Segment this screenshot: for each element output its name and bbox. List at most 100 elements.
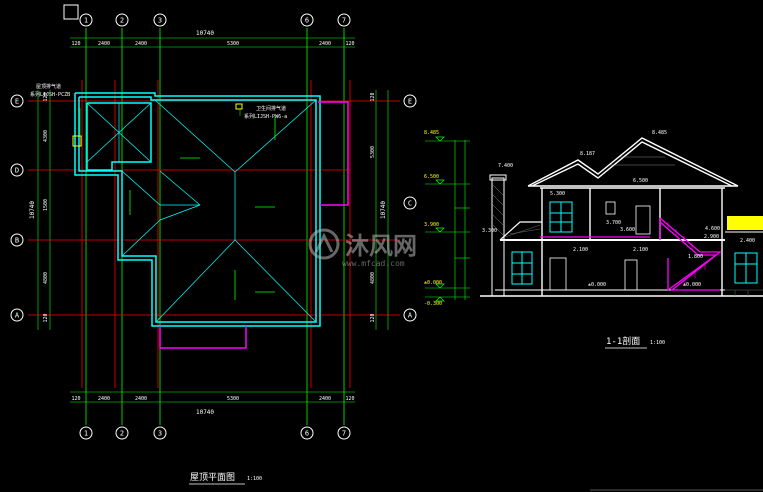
axis-top-1-label: 1 (84, 17, 88, 25)
dim-top-3: 5300 (227, 41, 239, 47)
total-dim-bottom: 10740 (196, 409, 214, 416)
vent-note-1-line2: 系列LIJSH-PCZB (30, 91, 70, 98)
label-2100a: 2.100 (573, 247, 588, 253)
axis-right-C-label: C (408, 200, 412, 208)
elev-8485: 8.485 (424, 130, 439, 136)
vent-note-1-line1: 屋顶排气道 (36, 83, 61, 90)
dim-top-5: 120 (345, 41, 354, 47)
dim-top-1: 2400 (98, 41, 110, 47)
plan-scale: 1:100 (247, 476, 262, 482)
dim-bottom-4: 2400 (319, 396, 331, 402)
vent-note-2-line2: 系列LIJSH-PW6-a (244, 113, 287, 120)
dim-right-1: 5300 (370, 146, 376, 158)
label-6500: 6.500 (633, 178, 648, 184)
axis-bottom-1-label: 1 (84, 430, 88, 438)
axis-bottom-6-label: 6 (305, 430, 309, 438)
axis-right-A-circle (403, 308, 417, 322)
dimension-labels-top: 120 2400 2400 5300 2400 120 (71, 41, 354, 47)
vertical-axis-lines (85, 28, 345, 425)
axis-left-B-label: B (15, 237, 19, 245)
axis-top-2-circle (115, 13, 129, 27)
axis-top-3-label: 3 (158, 17, 162, 25)
label-8187: 8.187 (580, 151, 595, 157)
axis-bottom-7-circle (337, 426, 351, 440)
elev-0000: ±0.000 (424, 280, 442, 286)
watermark-url: www.mfcad.com (342, 259, 405, 268)
elev-6500: 6.500 (424, 174, 439, 180)
axis-top-7-label: 7 (342, 17, 346, 25)
dimension-labels-right: 120 5300 4800 120 (370, 92, 376, 322)
axis-bottom-3-circle (153, 426, 167, 440)
dim-right-0: 120 (370, 92, 376, 101)
corner-selection-box (63, 4, 79, 20)
axis-left-B-circle (10, 233, 24, 247)
axis-left-D-label: D (15, 167, 19, 175)
axis-top-1-circle (79, 13, 93, 27)
axis-bubbles-left: E D B A (10, 94, 24, 322)
dim-right-3: 120 (370, 313, 376, 322)
dim-bottom-3: 5300 (227, 396, 239, 402)
section-scale: 1:100 (650, 340, 665, 346)
dim-top-2: 2400 (135, 41, 147, 47)
label-peak: 8.485 (652, 130, 667, 136)
dim-bottom-2: 2400 (135, 396, 147, 402)
axis-top-7-circle (337, 13, 351, 27)
label-4600: 4.600 (705, 226, 720, 232)
dim-top-0: 120 (71, 41, 80, 47)
axis-bottom-2-label: 2 (120, 430, 124, 438)
drainage-arrows (129, 117, 276, 300)
elev-neg0300: -0.300 (424, 301, 442, 307)
section-1-1: 8.485 6.500 3.900 ±0.000 -0.300 (424, 130, 763, 349)
dim-left-3: 4800 (43, 272, 49, 284)
label-3700: 3.700 (606, 220, 621, 226)
dim-bottom-0: 120 (71, 396, 80, 402)
label-2100b: 2.100 (633, 247, 648, 253)
label-1800: 1.800 (688, 254, 703, 260)
label-5300: 5.300 (550, 191, 565, 197)
dim-top-4: 2400 (319, 41, 331, 47)
total-dim-top: 10740 (196, 30, 214, 37)
label-0000a: ±0.000 (588, 282, 606, 288)
dim-bottom-5: 120 (345, 396, 354, 402)
dim-left-0: 120 (43, 92, 49, 101)
axis-right-A-label: A (408, 312, 413, 320)
main-roof (527, 137, 739, 187)
roof-outline (74, 92, 321, 327)
axis-left-E-circle (10, 94, 24, 108)
axis-bubbles-right: E C A (403, 94, 417, 322)
axis-right-E-circle (403, 94, 417, 108)
dim-right-2: 4800 (370, 272, 376, 284)
watermark-brand: 沐风网 (345, 232, 417, 260)
vent-symbol-2 (235, 103, 243, 110)
watermark: 沐风网 www.mfcad.com (308, 228, 417, 268)
plan-title: 屋顶平面图 (190, 472, 235, 483)
axis-bottom-2-circle (115, 426, 129, 440)
axis-bottom-1-circle (79, 426, 93, 440)
section-title: 1-1剖面 (606, 335, 640, 347)
vent-note-2-line1: 卫生间排气道 (256, 105, 286, 112)
axis-right-E-label: E (408, 98, 412, 106)
axis-bottom-6-circle (300, 426, 314, 440)
axis-top-6-label: 6 (305, 17, 309, 25)
dim-left-4: 120 (43, 313, 49, 322)
axis-right-C-circle (403, 196, 417, 210)
label-2900: 2.900 (704, 234, 719, 240)
axis-top-6-circle (300, 13, 314, 27)
axis-left-A-label: A (15, 312, 20, 320)
label-3300: 3.300 (482, 228, 497, 234)
label-3600: 3.600 (620, 227, 635, 233)
roof-ridges (86, 99, 317, 323)
axis-left-A-circle (10, 308, 24, 322)
horizontal-grid-lines (28, 80, 400, 388)
total-dim-right: 10740 (380, 201, 387, 219)
axis-left-E-label: E (15, 98, 19, 106)
dim-left-2: 1500 (43, 199, 49, 211)
label-2400: 2.400 (740, 238, 755, 244)
yellow-hatch (727, 216, 763, 230)
